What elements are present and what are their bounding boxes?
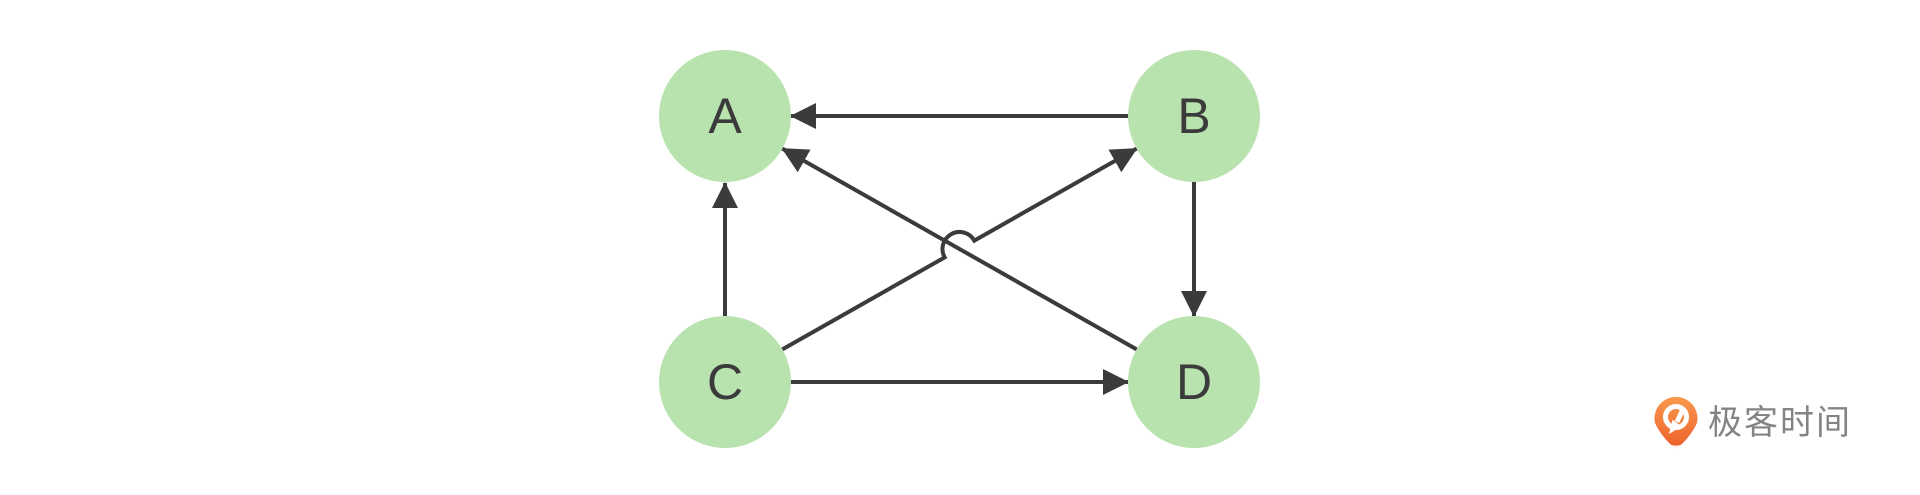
node-a: A [659,50,791,182]
node-b-circle [1128,50,1260,182]
node-c-circle [659,316,791,448]
node-a-label: A [708,88,742,144]
node-d-label: D [1176,354,1212,410]
node-a-circle [659,50,791,182]
node-c: C [659,316,791,448]
geektime-logo-text: 极客时间 [1708,404,1852,442]
node-b-label: B [1177,88,1210,144]
edge-c-to-b-with-hop [781,146,1138,352]
node-d: D [1128,316,1260,448]
geektime-logo: 极客时间 [1652,396,1852,450]
node-d-circle [1128,316,1260,448]
node-b: B [1128,50,1260,182]
geektime-logo-icon [1654,396,1698,449]
node-c-label: C [707,354,743,410]
edge-d-to-a [781,146,1138,352]
